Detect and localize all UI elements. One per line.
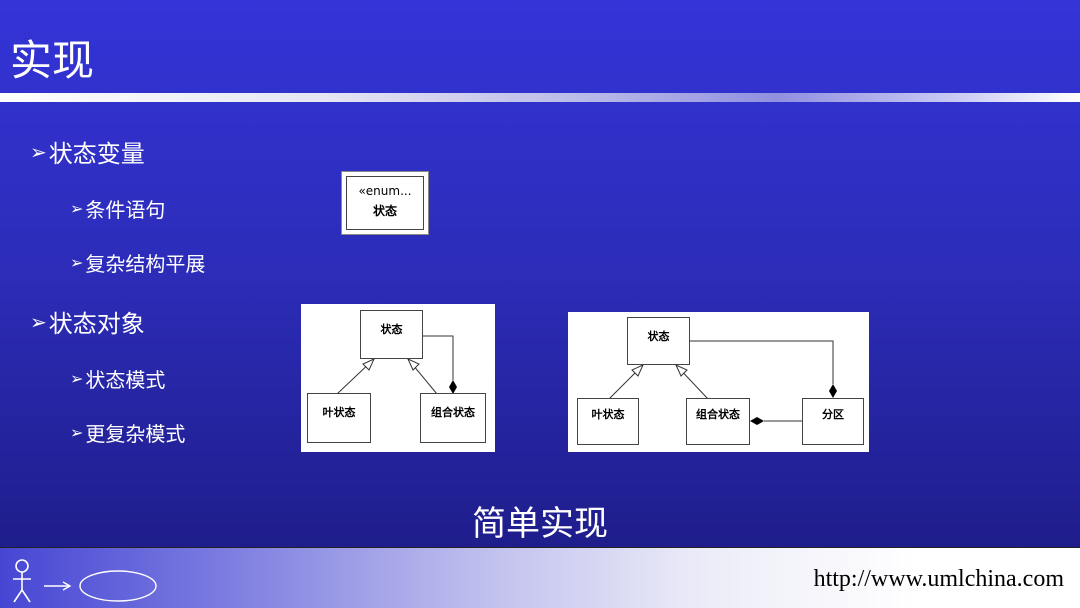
simple-diagram-connectors <box>336 335 457 395</box>
leaf-state-class-box: 叶状态 <box>307 393 371 443</box>
simple-composite-diagram: 状态 叶状态 组合状态 <box>301 304 495 452</box>
website-url: http://www.umlchina.com <box>813 566 1064 592</box>
arrowhead-bullet-icon: ➢ <box>70 369 84 388</box>
bullet-state-pattern: ➢ 状态模式 <box>70 364 165 393</box>
state-class-name: 状态 <box>380 323 403 336</box>
leaf-state-class-name: 叶状态 <box>322 406 356 419</box>
enum-stereotype: «enum... <box>358 184 412 198</box>
bullet-conditional: ➢ 条件语句 <box>70 194 165 223</box>
state-class-name: 状态 <box>647 330 670 343</box>
bullet-state-variable: ➢ 状态变量 <box>30 134 145 169</box>
arrowhead-bullet-icon: ➢ <box>70 199 84 218</box>
leaf-state-class-name: 叶状态 <box>591 408 625 421</box>
bullet-label: 更复杂模式 <box>85 422 186 446</box>
composite-state-class-box: 组合状态 <box>686 398 750 445</box>
bullet-complex-pattern: ➢ 更复杂模式 <box>70 418 185 447</box>
diagram-caption: 简单实现 <box>472 504 608 544</box>
bullet-state-object: ➢ 状态对象 <box>30 304 145 339</box>
enum-name: 状态 <box>372 204 397 218</box>
region-class-name: 分区 <box>822 408 844 421</box>
state-class-box: 状态 <box>627 317 690 365</box>
arrowhead-bullet-icon: ➢ <box>70 423 84 442</box>
arrowhead-bullet-icon: ➢ <box>30 309 47 334</box>
state-class-box: 状态 <box>360 310 423 359</box>
leaf-state-class-box: 叶状态 <box>577 398 639 445</box>
bullet-label: 状态对象 <box>48 310 145 338</box>
composite-state-class-name: 组合状态 <box>696 408 740 421</box>
use-case-actor-logo-icon <box>13 559 157 603</box>
bullet-label: 条件语句 <box>85 198 166 222</box>
composite-state-class-name: 组合状态 <box>431 406 475 419</box>
bullet-label: 状态变量 <box>48 140 145 168</box>
enum-diagram: «enum... 状态 <box>341 171 429 235</box>
complex-diagram-connectors <box>608 340 837 425</box>
footer-bar: http://www.umlchina.com <box>0 547 1080 608</box>
composite-state-class-box: 组合状态 <box>420 393 486 443</box>
bullet-label: 状态模式 <box>85 368 166 392</box>
title-underline <box>0 93 1080 102</box>
arrowhead-bullet-icon: ➢ <box>30 139 47 164</box>
bullet-label: 复杂结构平展 <box>85 252 206 276</box>
complex-composite-diagram: 状态 叶状态 组合状态 分区 <box>568 312 869 452</box>
slide-title: 实现 <box>10 36 95 85</box>
enum-class-box: «enum... 状态 <box>346 176 424 230</box>
bullet-flatten: ➢ 复杂结构平展 <box>70 248 205 277</box>
region-class-box: 分区 <box>802 398 864 445</box>
arrowhead-bullet-icon: ➢ <box>70 253 84 272</box>
